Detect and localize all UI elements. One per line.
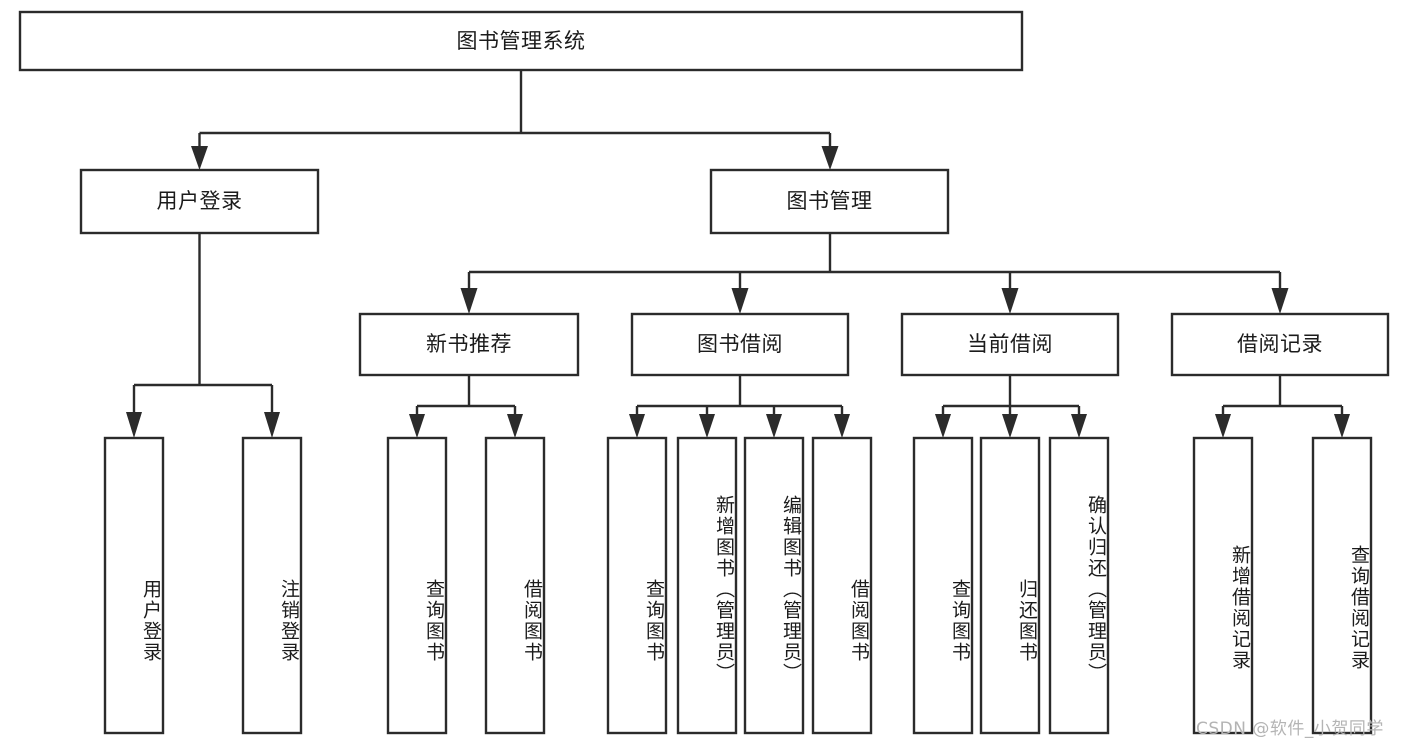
arrow-head-root-to-book-manage — [821, 146, 839, 170]
arrow-head-ul-to-leaf1 — [126, 412, 142, 438]
arrow-head-bm-to-borrow-record — [1271, 288, 1289, 314]
arrow-head-bm-to-current-borrow — [1001, 288, 1019, 314]
arrow-head-ul-to-leaf2 — [264, 412, 280, 438]
arrow-head-bm-to-new-book — [460, 288, 478, 314]
arrow-head-cb-to-leaf3 — [1071, 414, 1087, 438]
arrow-head-bb-to-leaf1 — [629, 414, 645, 438]
arrow-head-root-to-user-login — [191, 146, 208, 170]
node-box-leaf-add-book[interactable] — [676, 436, 738, 735]
arrow-head-bb-to-leaf3 — [766, 414, 782, 438]
node-box-leaf-query-book-2[interactable] — [606, 436, 668, 735]
connector-group-root — [191, 70, 839, 170]
arrow-head-br-to-leaf2 — [1334, 414, 1350, 438]
csdn-watermark: CSDN @软件_小贺同学 — [1196, 719, 1384, 739]
node-box-leaf-user-login[interactable] — [103, 436, 165, 735]
arrow-head-cb-to-leaf1 — [935, 414, 951, 438]
connector-group-borrow-record — [1215, 375, 1350, 438]
node-box-book-borrow[interactable] — [630, 312, 850, 377]
node-box-leaf-add-record[interactable] — [1192, 436, 1254, 735]
node-box-new-book-recommend[interactable] — [358, 312, 580, 377]
node-box-user-login[interactable] — [79, 168, 320, 235]
arrow-head-nbr-to-leaf2 — [507, 414, 523, 438]
node-box-leaf-borrow-book-1[interactable] — [484, 436, 546, 735]
connector-group-book-manage — [460, 233, 1289, 314]
node-box-current-borrow[interactable] — [900, 312, 1120, 377]
node-box-leaf-logout[interactable] — [241, 436, 303, 735]
node-box-leaf-borrow-book-2[interactable] — [811, 436, 873, 735]
node-box-borrow-record[interactable] — [1170, 312, 1390, 377]
arrow-head-bm-to-book-borrow — [731, 288, 749, 314]
node-box-leaf-return-book[interactable] — [979, 436, 1041, 735]
node-box-leaf-confirm-return[interactable] — [1048, 436, 1110, 735]
arrow-head-bb-to-leaf4 — [834, 414, 850, 438]
arrow-head-br-to-leaf1 — [1215, 414, 1231, 438]
node-box-leaf-edit-book[interactable] — [743, 436, 805, 735]
node-box-root[interactable] — [18, 10, 1024, 72]
connector-group-user-login — [126, 233, 280, 438]
node-box-leaf-query-book-3[interactable] — [912, 436, 974, 735]
arrow-head-bb-to-leaf2 — [699, 414, 715, 438]
connector-group-new-book-recommend — [409, 375, 523, 438]
node-box-book-manage[interactable] — [709, 168, 950, 235]
node-box-leaf-query-book-1[interactable] — [386, 436, 448, 735]
connector-group-book-borrow — [629, 375, 850, 438]
connector-group-current-borrow — [935, 375, 1087, 438]
arrow-head-nbr-to-leaf1 — [409, 414, 425, 438]
arrow-head-cb-to-leaf2 — [1002, 414, 1018, 438]
node-box-leaf-query-record[interactable] — [1311, 436, 1373, 735]
